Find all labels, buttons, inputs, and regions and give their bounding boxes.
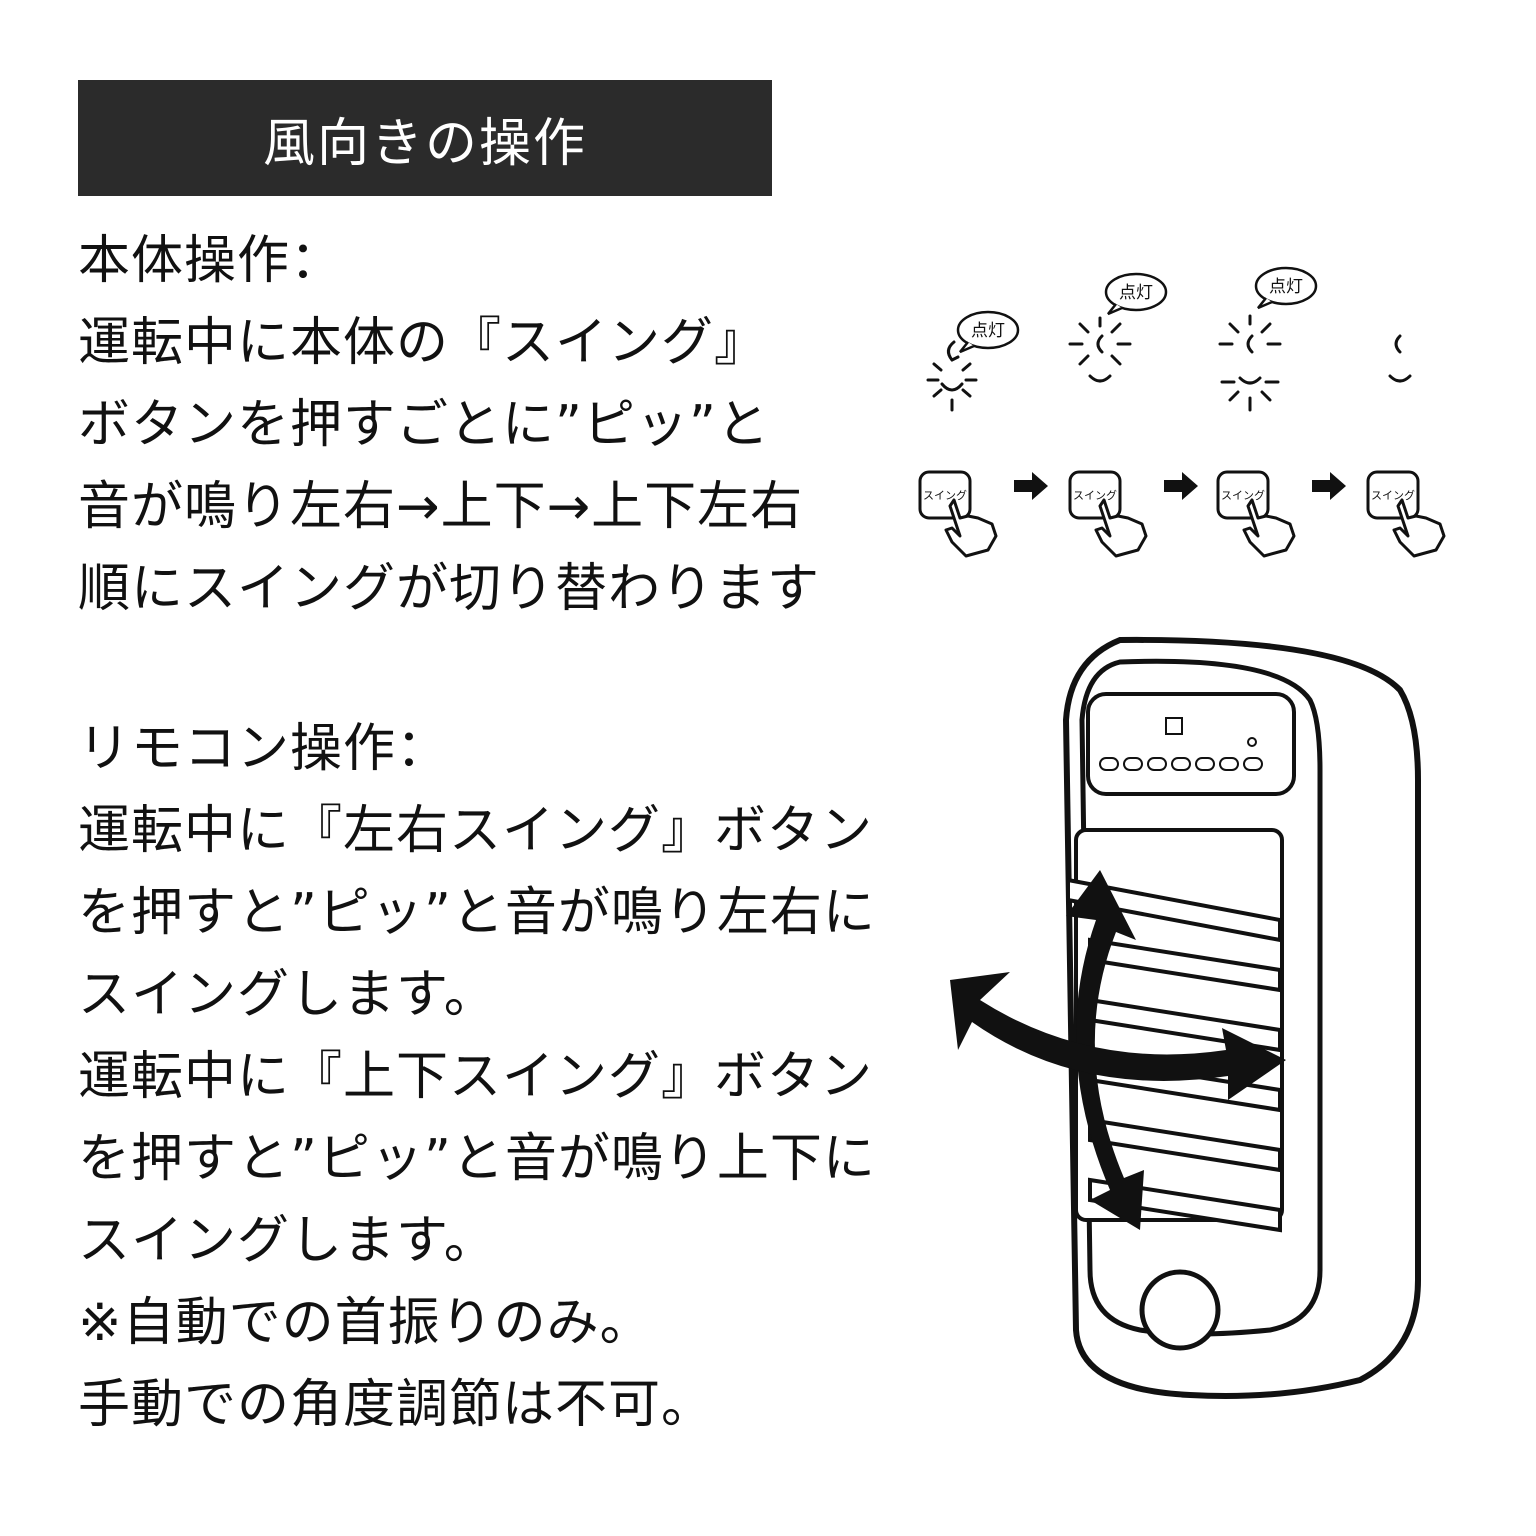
body-operation-heading: 本体操作：: [78, 231, 344, 291]
indicator-step-3: 点灯: [1218, 266, 1318, 412]
indicator-step-4: [1388, 334, 1412, 383]
swing-button-press-3: スイング: [1216, 470, 1296, 558]
swing-button-label: スイング: [1371, 488, 1415, 502]
display-icon: [1165, 717, 1183, 735]
remote-operation-line: 運転中に『左右スイング』ボタン: [78, 801, 874, 861]
power-icon: [1247, 737, 1257, 747]
dial-knob: [1139, 1269, 1221, 1351]
arrow-right-icon: [1312, 472, 1346, 500]
remote-operation-note: 手動での角度調節は不可。: [78, 1375, 715, 1435]
remote-operation-line: スイングします。: [78, 965, 497, 1025]
pointing-hand-icon: [1392, 498, 1446, 558]
lit-speech-bubble: 点灯: [1254, 266, 1318, 310]
remote-operation-text: リモコン操作： 運転中に『左右スイング』ボタン を押すと”ピッ”と音が鳴り左右に…: [78, 708, 876, 1446]
arrow-right-icon: [1164, 472, 1198, 500]
remote-operation-line: 運転中に『上下スイング』ボタン: [78, 1047, 874, 1107]
lit-label: 点灯: [971, 321, 1005, 341]
body-operation-text: 本体操作： 運転中に本体の『スイング』 ボタンを押すごとに”ピッ”と 音が鳴り左…: [78, 220, 820, 630]
pointing-hand-icon: [944, 498, 998, 558]
remote-operation-line: を押すと”ピッ”と音が鳴り上下に: [78, 1129, 876, 1189]
section-title-bar: 風向きの操作: [78, 80, 772, 196]
swing-indicator-steps: 点灯 点灯: [926, 266, 1412, 412]
arrow-right-icon: [1014, 472, 1048, 500]
indicator-step-1: 点灯: [926, 310, 1020, 412]
indicator-step-2: 点灯: [1068, 272, 1168, 383]
control-panel: [1086, 692, 1296, 796]
control-buttons: [1099, 757, 1263, 771]
section-title: 風向きの操作: [262, 113, 587, 174]
swing-button-press-4: スイング: [1366, 470, 1446, 558]
remote-operation-line: スイングします。: [78, 1211, 497, 1271]
up-down-swing-arrow: [1066, 870, 1144, 1230]
pointing-hand-icon: [1094, 498, 1148, 558]
body-operation-line: ボタンを押すごとに”ピッ”と: [78, 395, 770, 455]
left-right-swing-arrow: [950, 972, 1286, 1100]
swing-button-press-2: スイング: [1068, 470, 1148, 558]
pointing-hand-icon: [1242, 498, 1296, 558]
cooler-fan-illustration: [950, 636, 1421, 1399]
body-operation-line: 音が鳴り左右→上下→上下左右: [78, 477, 804, 537]
body-operation-line: 運転中に本体の『スイング』: [78, 313, 768, 373]
lit-label: 点灯: [1119, 283, 1153, 303]
swing-button-label: スイング: [1073, 488, 1117, 502]
remote-operation-heading: リモコン操作：: [78, 719, 450, 779]
lit-label: 点灯: [1269, 277, 1303, 297]
swing-button-press-1: スイング: [918, 470, 998, 558]
lit-speech-bubble: 点灯: [956, 310, 1020, 354]
swing-button-label: スイング: [923, 488, 967, 502]
remote-operation-line: を押すと”ピッ”と音が鳴り左右に: [78, 883, 876, 943]
lit-speech-bubble: 点灯: [1104, 272, 1168, 316]
swing-button-label: スイング: [1221, 488, 1265, 502]
remote-operation-note: ※自動での首振りのみ。: [78, 1293, 653, 1353]
body-operation-line: 順にスイングが切り替わります: [78, 559, 821, 619]
swing-button-sequence: スイング スイング スイング スイング: [918, 470, 1446, 558]
